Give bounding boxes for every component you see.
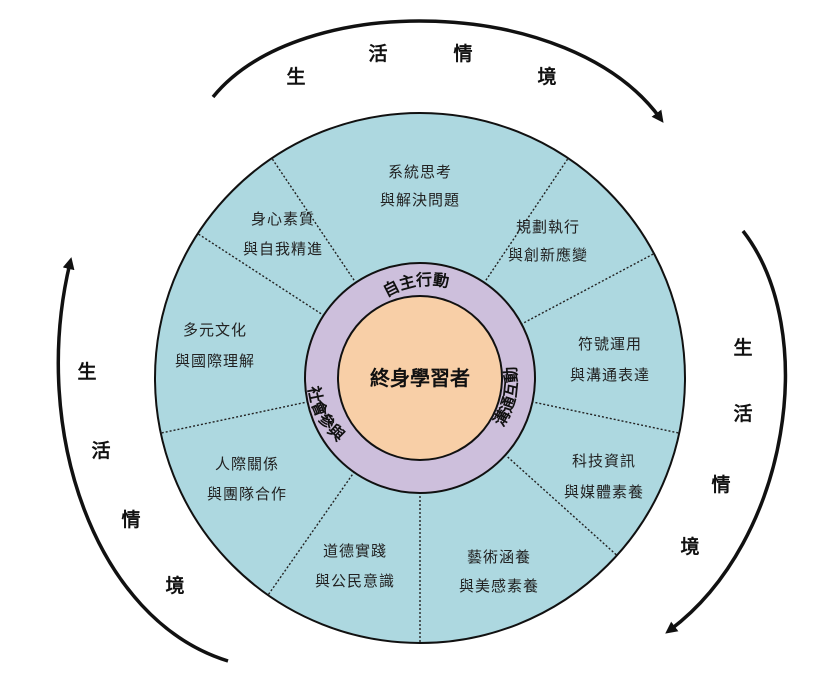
segment-label-line1: 道德實踐 — [323, 542, 387, 560]
context-left-char: 境 — [165, 574, 184, 597]
context-right-char: 活 — [733, 402, 752, 425]
segment-label-line2: 與國際理解 — [175, 352, 255, 370]
context-arrow-top — [211, 19, 664, 123]
segment-label-line2: 與溝通表達 — [570, 366, 650, 384]
context-arrow-right — [665, 229, 788, 634]
context-top-char: 生 — [286, 65, 305, 88]
segment-divider — [531, 401, 679, 434]
segment-label-line2: 與團隊合作 — [207, 485, 287, 503]
segment-moral-civic: 道德實踐 與公民意識 — [315, 542, 395, 590]
segment-system-thinking: 系統思考 與解決問題 — [380, 163, 460, 209]
segment-divider — [504, 453, 617, 556]
segment-physical-mental: 身心素質 與自我精進 — [243, 210, 323, 258]
segment-divider — [520, 253, 654, 326]
segment-label-line2: 與自我精進 — [243, 240, 323, 258]
segment-label-line1: 系統思考 — [388, 163, 452, 181]
context-left-char: 情 — [121, 508, 140, 531]
segment-planning-innovation: 規劃執行 與創新應變 — [508, 218, 588, 264]
core-label: 終身學習者 — [370, 366, 470, 390]
segment-label-line2: 與解決問題 — [380, 191, 460, 209]
segment-interpersonal-teamwork: 人際關係 與團隊合作 — [207, 455, 287, 503]
context-arrow-left — [56, 257, 229, 663]
segment-label-line1: 規劃執行 — [516, 218, 580, 236]
context-left-char: 生 — [77, 360, 96, 383]
segment-divider — [268, 470, 356, 595]
segment-label-line1: 科技資訊 — [572, 452, 636, 470]
segment-arts-aesthetics: 藝術涵養 與美感素養 — [459, 548, 539, 595]
context-top-char: 情 — [453, 42, 472, 65]
segment-label-line2: 與美感素養 — [459, 577, 539, 595]
segment-divider — [271, 158, 357, 284]
context-top-char: 活 — [368, 42, 387, 65]
context-right-char: 情 — [711, 473, 730, 496]
context-left-char: 活 — [91, 439, 110, 462]
segment-divider — [198, 233, 325, 317]
segment-label-line1: 符號運用 — [578, 335, 642, 353]
segment-dividers — [161, 158, 679, 642]
segment-label-line1: 藝術涵養 — [467, 548, 531, 566]
segment-symbols-communication: 符號運用 與溝通表達 — [570, 335, 650, 384]
segment-technology-media: 科技資訊 與媒體素養 — [564, 452, 644, 501]
segment-divider — [161, 401, 309, 434]
context-right-char: 生 — [733, 336, 752, 359]
segment-divider — [483, 158, 569, 284]
segment-label-line2: 與創新應變 — [508, 246, 588, 264]
segment-label-line2: 與媒體素養 — [564, 483, 644, 501]
segment-label-line1: 多元文化 — [183, 321, 247, 339]
context-top-char: 境 — [537, 65, 556, 88]
segment-label-line1: 身心素質 — [251, 210, 315, 228]
context-right-char: 境 — [680, 535, 699, 558]
core-circle — [337, 295, 503, 461]
segment-label-line2: 與公民意識 — [315, 572, 395, 590]
segment-label-line1: 人際關係 — [215, 455, 279, 473]
segment-multicultural-international: 多元文化 與國際理解 — [175, 321, 255, 370]
